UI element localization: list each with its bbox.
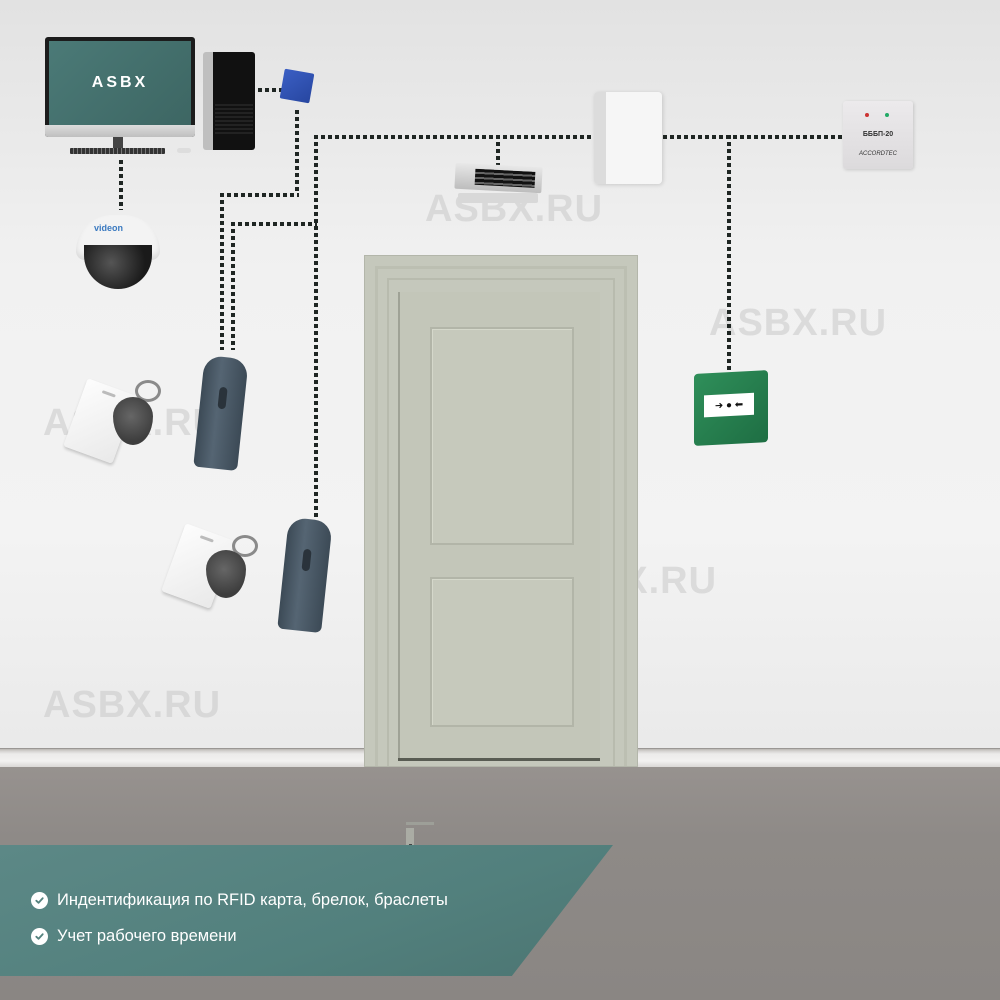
exit-button-face: ➜ ● ⬅ [704, 392, 754, 418]
wire-converter-down [295, 110, 299, 194]
check-circle-icon [31, 891, 48, 909]
dome-camera-icon: videon [76, 215, 160, 290]
wire-exit-button [727, 135, 731, 371]
monitor-stand [113, 137, 123, 149]
rfid-fob-icon [113, 397, 153, 445]
door-panel-lower [430, 577, 574, 727]
baseboard-left [0, 748, 364, 767]
interface-converter-icon [279, 68, 315, 104]
rfid-fob-icon [206, 550, 246, 598]
psu-led-red [865, 113, 869, 117]
monitor-bezel [45, 125, 195, 137]
door-trim-inner [387, 278, 615, 766]
key-ring-icon [232, 535, 258, 557]
watermark: ASBX.RU [43, 684, 222, 726]
wire-monitor-camera [119, 160, 123, 210]
door-trim-outer [375, 266, 627, 766]
baseboard-right [638, 748, 1000, 767]
wire-maglock [496, 135, 500, 165]
wire-reader1-a [220, 193, 224, 350]
pc-tower-icon [203, 52, 255, 150]
camera-lens [84, 245, 152, 289]
door[interactable] [398, 292, 600, 856]
check-circle-icon [31, 927, 48, 945]
access-controller-icon [594, 92, 662, 184]
monitor-screen: ASBX [49, 41, 191, 125]
camera-brand: videon [94, 223, 124, 233]
monitor-screen-text: ASBX [91, 74, 149, 91]
power-supply-icon: БББП-20 ACCORDTEC [843, 101, 913, 169]
psu-brand: ACCORDTEC [858, 151, 897, 157]
key-ring-icon [135, 380, 161, 402]
monitor: ASBX [45, 37, 195, 137]
wire-bus-main [314, 135, 596, 139]
emergency-exit-button-icon: ➜ ● ⬅ [694, 370, 768, 446]
features-banner: Индентификация по RFID карта, брелок, бр… [0, 845, 613, 976]
mouse-icon [177, 148, 191, 153]
wire-converter-left [220, 193, 299, 197]
door-panel-upper [430, 327, 574, 545]
wire-controller-psu [663, 135, 845, 139]
features-list: Индентификация по RFID карта, брелок, бр… [31, 882, 448, 954]
reader-indicator [217, 386, 228, 410]
wire-reader1-b [231, 222, 235, 350]
electromagnetic-lock-icon [454, 162, 543, 194]
feature-item: Учет рабочего времени [31, 918, 448, 954]
psu-led-green [885, 113, 889, 117]
feature-item: Индентификация по RFID карта, брелок, бр… [31, 882, 448, 918]
reader-indicator [301, 548, 312, 572]
wire-reader1-b-h [231, 222, 317, 226]
wire-pc-converter [258, 88, 284, 92]
lock-armature-plate [458, 193, 538, 203]
keyboard-icon [70, 148, 165, 154]
watermark: ASBX.RU [709, 302, 888, 344]
feature-label: Учет рабочего времени [57, 926, 237, 945]
wire-reader2 [314, 135, 318, 518]
door-threshold [398, 758, 600, 761]
feature-label: Индентификация по RFID карта, брелок, бр… [57, 890, 448, 909]
psu-model: БББП-20 [862, 131, 894, 138]
